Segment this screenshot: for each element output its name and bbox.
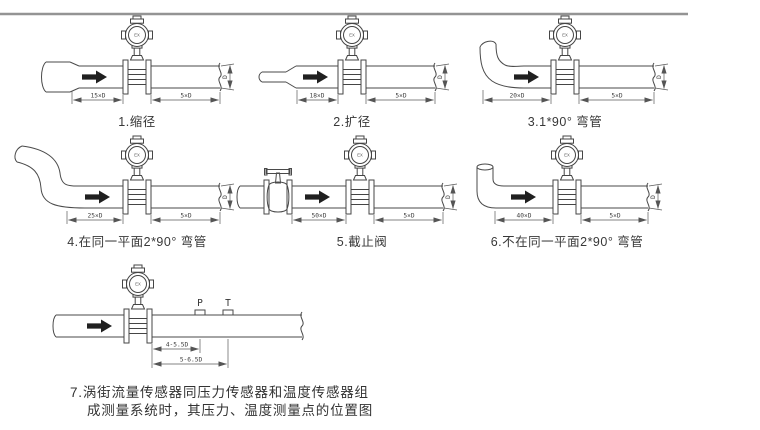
diagram-5-stop-valve: EX 50×D 5×D D 5.截止阀: [236, 135, 458, 249]
vortex-flowmeter: [549, 15, 581, 95]
ex-mark: EX: [134, 153, 140, 158]
diagram-4-two-bends-same-plane: EX 25×D 5×D D 4.在同一平面2*90° 弯管: [14, 135, 235, 249]
flow-arrow-icon: [514, 70, 539, 84]
pressure-point-label: P: [197, 298, 203, 309]
ex-mark: EX: [562, 33, 568, 38]
temperature-tap: [222, 309, 234, 316]
ex-mark: EX: [357, 153, 363, 158]
ex-mark: EX: [135, 282, 141, 287]
flow-arrow-icon: [511, 190, 536, 204]
diameter-dimension-label: D: [222, 195, 229, 199]
upstream-dimension-label: 25×D: [88, 213, 103, 220]
diagram-1-reducer: EX 15×D 5×D D 1.缩径: [41, 15, 235, 129]
diameter-dimension-label: D: [656, 75, 663, 79]
diagram-caption: 6.不在同一平面2*90° 弯管: [491, 234, 644, 249]
downstream-dimension-label: 5×D: [611, 93, 622, 100]
diameter-dimension-label: D: [445, 195, 452, 199]
diameter-dimension-label: D: [222, 75, 229, 79]
flow-arrow-icon: [82, 70, 107, 84]
flow-arrow-icon: [87, 319, 112, 333]
upstream-dimension-label: 20×D: [510, 93, 525, 100]
pressure-distance-label: 4-5.5D: [166, 342, 189, 349]
diameter-dimension-label: D: [650, 195, 657, 199]
upstream-dimension-label: 15×D: [91, 93, 106, 100]
ex-mark: EX: [349, 33, 355, 38]
vortex-flowmeter: [121, 15, 153, 95]
upstream-dimension-label: 18×D: [310, 93, 325, 100]
diagram-caption: 4.在同一平面2*90° 弯管: [67, 234, 207, 249]
diagram-3-single-90-bend: EX 20×D 5×D D 3.1*90° 弯管: [479, 15, 669, 129]
downstream-dimension-label: 5×D: [180, 213, 191, 220]
diagram-caption: 1.缩径: [118, 114, 155, 129]
pressure-tap: [194, 309, 206, 316]
diagram-6-two-bends-different-planes: EX 40×D 5×D D 6.不在同一平面2*90° 弯管: [476, 135, 663, 249]
diagram-caption-line-1: 7.涡街流量传感器同压力传感器和温度传感器组: [70, 384, 369, 400]
flow-arrow-icon: [305, 190, 330, 204]
ex-mark: EX: [564, 153, 570, 158]
temperature-distance-label: 5-6.5D: [180, 357, 203, 364]
upstream-dimension-label: 50×D: [312, 213, 327, 220]
diagram-caption: 3.1*90° 弯管: [528, 114, 603, 129]
diameter-dimension-label: D: [437, 75, 444, 79]
vortex-flowmeter: [336, 15, 368, 95]
downstream-dimension-label: 5×D: [403, 213, 414, 220]
upstream-dimension-label: 40×D: [517, 213, 532, 220]
vortex-flowmeter: [121, 135, 153, 215]
downstream-dimension-label: 5×D: [395, 93, 406, 100]
diagram-2-expander: EX 18×D 5×D D 2.扩径: [258, 15, 450, 129]
vortex-flowmeter: [551, 135, 583, 215]
diagram-7-pressure-temperature-points: EX P T 4-5.5D 5-6.5D 7.涡街流量传感器同压力传感器和温度传…: [52, 264, 373, 418]
flow-arrow-icon: [303, 70, 328, 84]
vortex-flowmeter: [344, 135, 376, 215]
ex-mark: EX: [134, 33, 140, 38]
diagram-caption-line-2: 成测量系统时，其压力、温度测量点的位置图: [87, 403, 373, 418]
flow-arrow-icon: [85, 190, 110, 204]
diagram-caption: 5.截止阀: [337, 235, 387, 249]
stop-valve: [263, 168, 293, 215]
temperature-point-label: T: [225, 298, 231, 309]
downstream-dimension-label: 5×D: [180, 93, 191, 100]
downstream-dimension-label: 5×D: [609, 213, 620, 220]
diagram-caption: 2.扩径: [333, 115, 370, 129]
vortex-flowmeter: [122, 264, 154, 344]
